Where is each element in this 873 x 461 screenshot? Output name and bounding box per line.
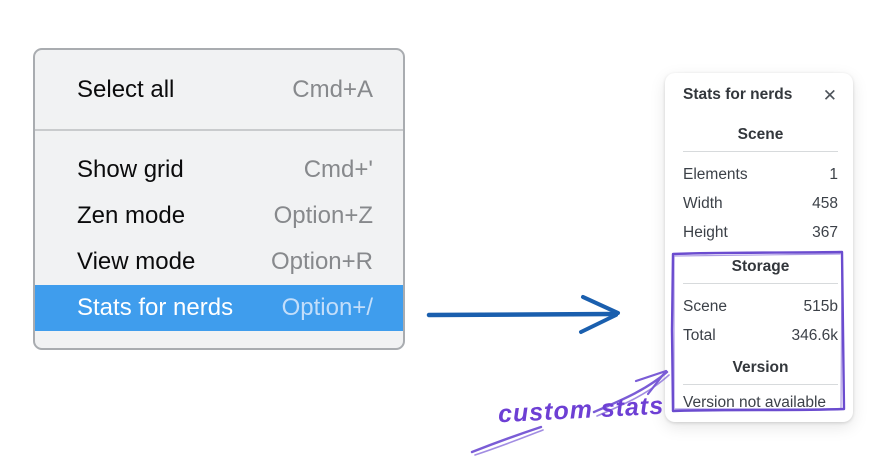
close-icon[interactable]: ✕ <box>822 85 837 105</box>
menu-item-stats-for-nerds[interactable]: Stats for nerds Option+/ <box>35 285 403 331</box>
menu-item-select-all[interactable]: Select all Cmd+A <box>35 66 403 114</box>
blue-arrow <box>426 295 620 334</box>
stat-value: 367 <box>812 223 838 241</box>
menu-item-shortcut: Option+R <box>270 248 373 275</box>
stat-label: Total <box>683 326 716 344</box>
stat-row-height: Height 367 <box>683 218 838 247</box>
scene-section-title: Scene <box>737 126 784 143</box>
stat-row-elements: Elements 1 <box>683 160 838 189</box>
menu-item-shortcut: Option+Z <box>273 202 373 229</box>
stat-row-width: Width 458 <box>683 189 838 218</box>
stat-label: Height <box>683 223 728 241</box>
storage-section-title: Storage <box>731 258 790 275</box>
menu-item-label: Select all <box>77 76 175 103</box>
stat-value: 346.6k <box>791 326 838 344</box>
divider <box>683 384 838 385</box>
version-section-title: Version <box>732 359 789 376</box>
stat-value: 458 <box>812 194 838 212</box>
stat-label: Width <box>683 194 723 212</box>
menu-item-shortcut: Option+/ <box>281 294 373 321</box>
stat-label: Elements <box>683 165 748 183</box>
menu-item-label: Stats for nerds <box>77 294 234 321</box>
menu-item-show-grid[interactable]: Show grid Cmd+' <box>35 147 403 193</box>
stat-value: 515b <box>803 297 838 315</box>
stat-row-total-size: Total 346.6k <box>683 321 838 350</box>
custom-stats-annotation: custom stats <box>497 391 665 429</box>
divider <box>683 283 838 284</box>
stats-panel: Stats for nerds ✕ Scene Elements 1 Width… <box>665 73 853 422</box>
version-note: Version not available <box>683 394 827 411</box>
stat-row-scene-size: Scene 515b <box>683 292 838 321</box>
menu-item-view-mode[interactable]: View mode Option+R <box>35 239 403 285</box>
menu-item-zen-mode[interactable]: Zen mode Option+Z <box>35 193 403 239</box>
stats-panel-title: Stats for nerds <box>683 86 793 103</box>
context-menu: Select all Cmd+A Show grid Cmd+' Zen mod… <box>33 48 405 350</box>
menu-item-shortcut: Cmd+A <box>292 76 373 103</box>
stat-label: Scene <box>683 297 727 315</box>
stat-value: 1 <box>829 165 838 183</box>
stats-panel-header: Stats for nerds ✕ <box>683 85 838 105</box>
menu-item-label: View mode <box>77 248 196 275</box>
menu-item-label: Zen mode <box>77 202 186 229</box>
menu-divider <box>35 129 403 131</box>
menu-item-shortcut: Cmd+' <box>303 156 373 183</box>
menu-item-label: Show grid <box>77 156 184 183</box>
divider <box>683 151 838 152</box>
